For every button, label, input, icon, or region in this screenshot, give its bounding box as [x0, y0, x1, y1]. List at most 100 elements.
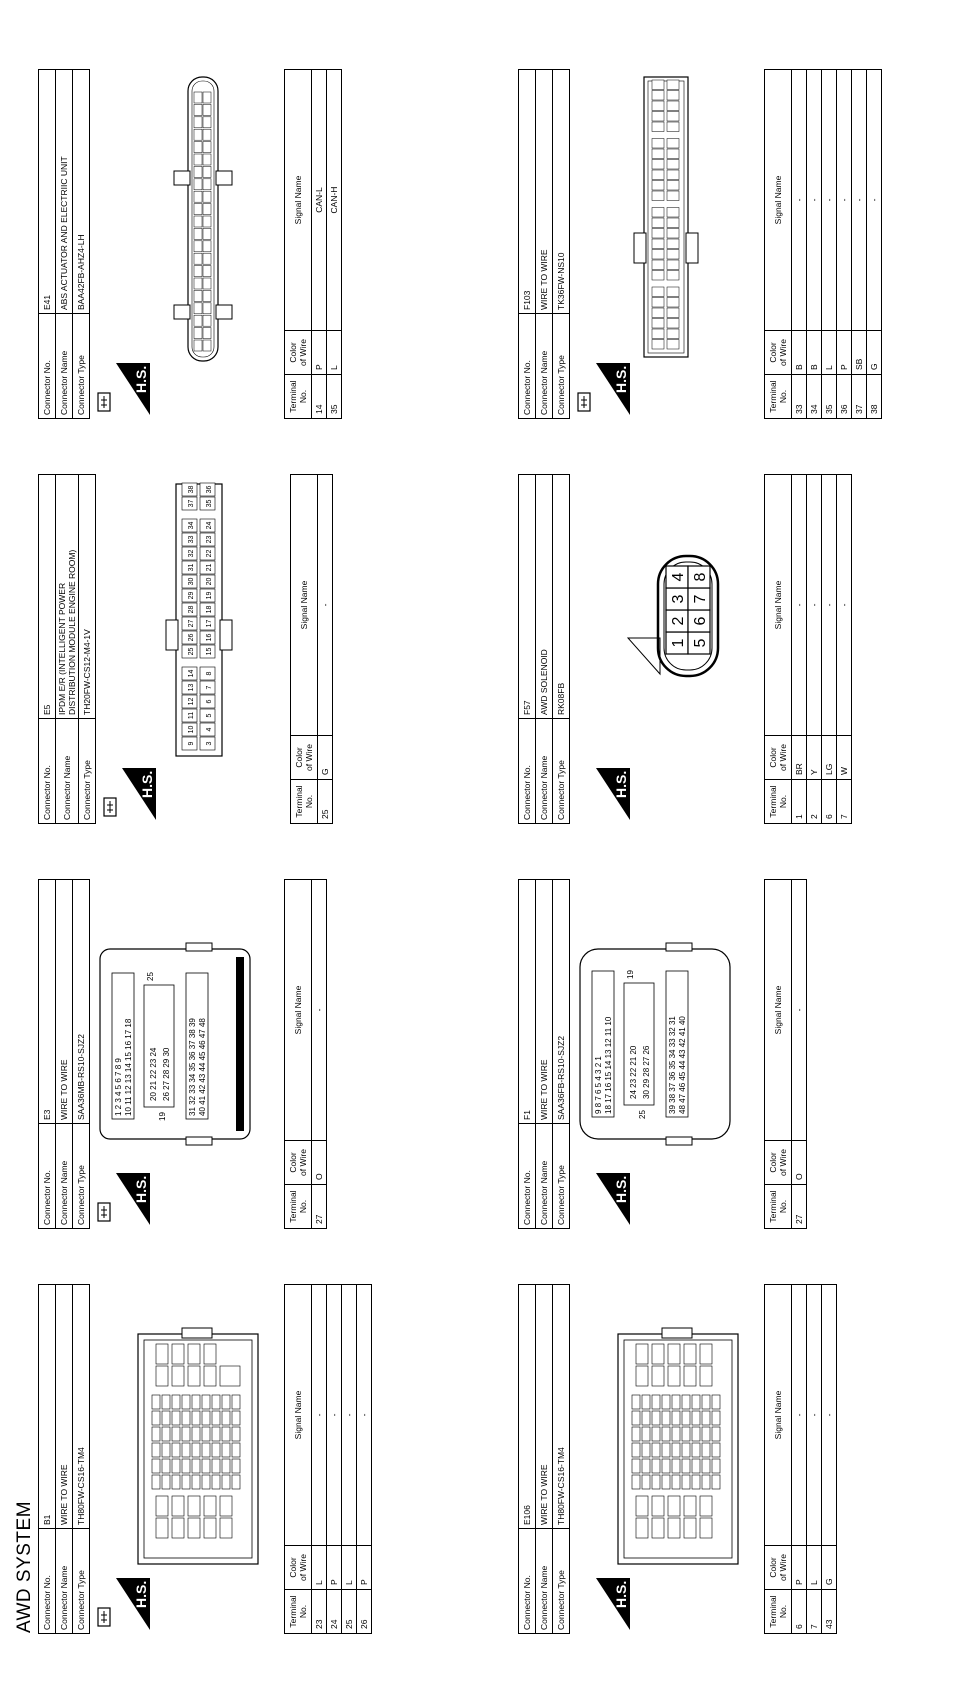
connector-type: SAA36FB-RS10-SJZ2	[552, 879, 570, 1124]
svg-text:33: 33	[188, 536, 195, 544]
connector-type: SAA36MB-RS10-SJZ2	[72, 879, 90, 1124]
connector-face	[173, 76, 233, 362]
svg-text:8: 8	[692, 572, 709, 581]
connector-type: TH80FW-CS16-TM4	[552, 1284, 570, 1529]
svg-text:10 11 12 13 14 15 16 17 18: 10 11 12 13 14 15 16 17 18	[124, 1018, 133, 1116]
svg-text:36: 36	[206, 486, 213, 494]
svg-text:19: 19	[206, 592, 213, 600]
svg-text:6: 6	[692, 616, 709, 625]
svg-text:17: 17	[206, 620, 213, 628]
svg-text:39 38 37 36 35 34 33 32 31: 39 38 37 36 35 34 33 32 31	[668, 1016, 677, 1114]
connector-face	[617, 1327, 739, 1565]
svg-text:H.S.: H.S.	[133, 1176, 149, 1203]
svg-text:32: 32	[188, 550, 195, 558]
svg-text:H.S.: H.S.	[133, 1581, 149, 1608]
svg-text:27: 27	[188, 620, 195, 628]
connector-name: WIRE TO WIRE	[535, 879, 553, 1124]
connector-type: TH80FW-CS16-TM4	[72, 1284, 90, 1529]
connector-type: TH20FW-CS12-M4-1V	[78, 474, 96, 719]
svg-text:16: 16	[206, 634, 213, 642]
connector-no: E41	[38, 69, 56, 314]
connector-no: F57	[518, 474, 536, 719]
svg-text:H.S.: H.S.	[139, 771, 155, 798]
svg-text:30: 30	[188, 578, 195, 586]
svg-text:31 32 33 34 35 36 37 38 39: 31 32 33 34 35 36 37 38 39	[188, 1018, 197, 1116]
svg-text:9: 9	[188, 741, 195, 745]
svg-text:35: 35	[206, 500, 213, 508]
svg-text:40 41 42 43 44 45 46 47 48: 40 41 42 43 44 45 46 47 48	[198, 1018, 207, 1116]
svg-text:H.S.: H.S.	[133, 366, 149, 393]
svg-text:21: 21	[206, 564, 213, 572]
svg-text:8: 8	[206, 671, 213, 675]
connector-no: E106	[518, 1284, 536, 1529]
svg-text:20: 20	[206, 578, 213, 586]
svg-text:11: 11	[188, 712, 195, 719]
connector-face: 1 2 3 4 5 6 7 8 9 10 11 12 13 14 15 16 1…	[99, 942, 251, 1146]
svg-text:25: 25	[188, 648, 195, 656]
hs-icon: H.S.	[103, 768, 156, 820]
svg-text:18 17 16 15 14 13 12 11 10: 18 17 16 15 14 13 12 11 10	[604, 1016, 613, 1114]
svg-text:24 23 22 21 20: 24 23 22 21 20	[629, 1045, 638, 1099]
svg-text:12: 12	[188, 698, 195, 706]
connector-face: 9 8 7 6 5 4 3 2 1 18 17 16 15 14 13 12 1…	[579, 942, 731, 1146]
connector-face	[137, 1327, 259, 1565]
svg-text:1: 1	[670, 638, 687, 647]
hs-icon: H.S.	[97, 1578, 150, 1630]
svg-text:4: 4	[206, 727, 213, 731]
svg-text:H.S.: H.S.	[613, 771, 629, 798]
connector-type: TK36FW-NS10	[552, 69, 570, 314]
connector-name: AWD SOLENOID	[535, 474, 553, 719]
svg-text:6: 6	[206, 699, 213, 703]
connector-name: WIRE TO WIRE	[535, 69, 553, 314]
connector-no: F103	[518, 69, 536, 314]
svg-text:4: 4	[670, 572, 687, 581]
connector-diagram: H.S. 1 2 3 4 5 6 7 8 9 10 11 12 13 14 15…	[90, 879, 280, 1229]
svg-text:19: 19	[158, 1112, 167, 1121]
connector-diagram: H.S. 1 2 3 4 5 6 7 8	[570, 474, 760, 824]
connector-face	[633, 76, 699, 358]
svg-text:19: 19	[626, 970, 635, 979]
svg-text:37: 37	[188, 500, 195, 508]
connector-diagram: H.S.	[570, 69, 760, 419]
connector-no: B1	[38, 1284, 56, 1529]
svg-text:24: 24	[206, 522, 213, 530]
svg-text:34: 34	[188, 522, 195, 530]
connector-no: F1	[518, 879, 536, 1124]
svg-text:10: 10	[188, 726, 195, 734]
svg-text:14: 14	[188, 670, 195, 678]
hs-icon: H.S.	[577, 363, 630, 415]
